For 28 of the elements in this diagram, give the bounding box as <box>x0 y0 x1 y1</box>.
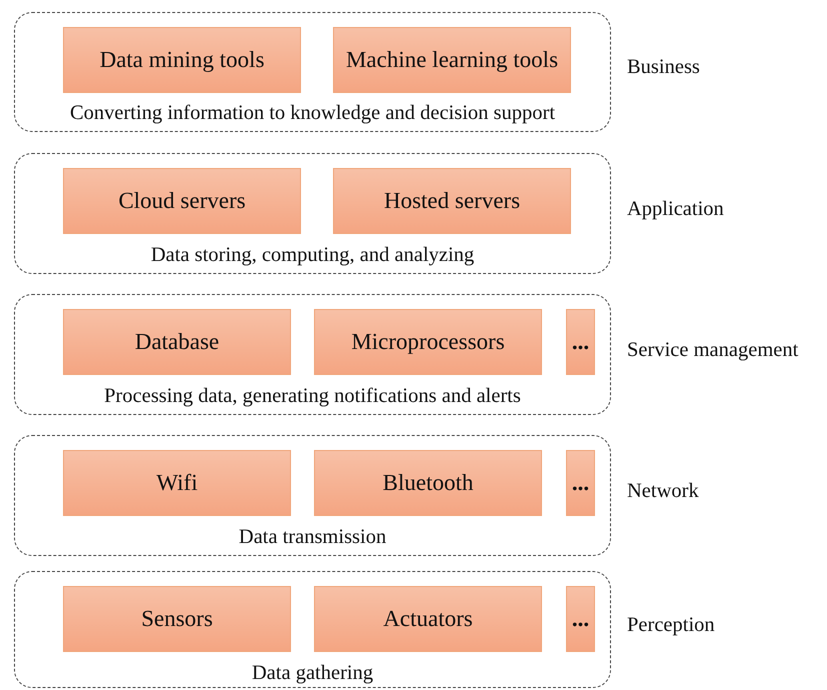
component-box: Cloud servers <box>63 168 301 234</box>
layer-caption: Converting information to knowledge and decision support <box>70 102 556 124</box>
component-box: Bluetooth <box>314 450 542 516</box>
component-box: Wifi <box>63 450 291 516</box>
layer-caption: Data gathering <box>252 662 374 684</box>
layer-group <box>14 571 611 688</box>
component-box: Machine learning tools <box>333 27 571 93</box>
component-box: Microprocessors <box>314 309 542 375</box>
layer-name: Service management <box>627 338 798 362</box>
component-box: Actuators <box>314 586 542 652</box>
more-box: ... <box>566 586 595 652</box>
layer-group <box>14 153 611 274</box>
component-box: Sensors <box>63 586 291 652</box>
more-box: ... <box>566 309 595 375</box>
component-box: Data mining tools <box>63 27 301 93</box>
more-box: ... <box>566 450 595 516</box>
component-box: Hosted servers <box>333 168 571 234</box>
layer-caption: Data storing, computing, and analyzing <box>150 244 474 266</box>
layer-group <box>14 294 611 415</box>
layer-group <box>14 435 611 556</box>
component-box: Database <box>63 309 291 375</box>
layer-name: Business <box>627 56 700 79</box>
layer-caption: Processing data, generating notifications and alerts <box>104 385 521 407</box>
layer-name: Perception <box>627 614 715 636</box>
layer-name: Network <box>627 480 699 502</box>
layer-caption: Data transmission <box>238 526 386 548</box>
layer-name: Application <box>627 198 724 220</box>
layer-group <box>14 12 611 132</box>
